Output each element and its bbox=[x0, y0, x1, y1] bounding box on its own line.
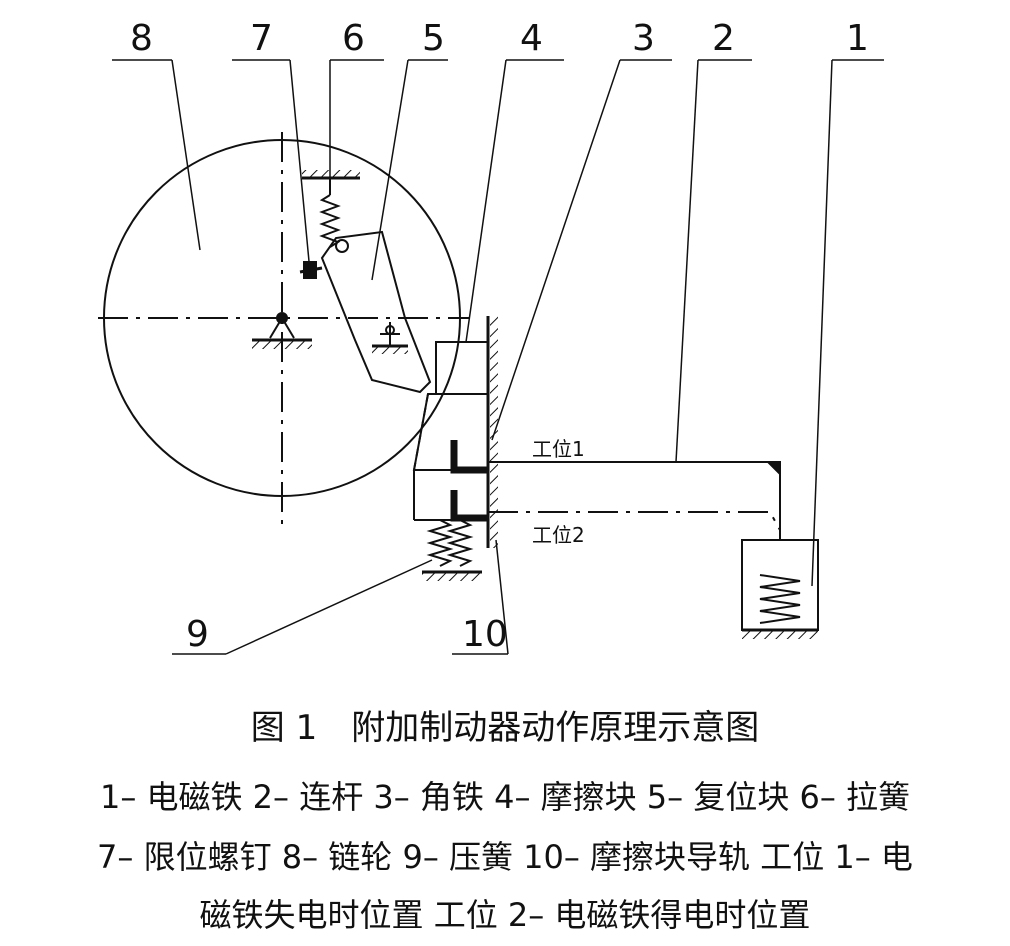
position-1-label: 工位1 bbox=[532, 437, 585, 461]
label-6: 6 bbox=[342, 18, 365, 59]
label-8: 8 bbox=[130, 18, 153, 59]
label-4: 4 bbox=[520, 18, 543, 59]
angle-iron-position-1 bbox=[450, 440, 488, 474]
brake-mechanism-diagram: 8 7 6 5 4 3 2 1 9 10 工位1 工位2 bbox=[98, 18, 884, 655]
sprocket-pivot-support bbox=[252, 312, 312, 349]
label-2: 2 bbox=[712, 18, 735, 59]
label-7: 7 bbox=[250, 18, 273, 59]
caption-line-3: 磁铁失电时位置 工位 2– 电磁铁得电时位置 bbox=[199, 896, 811, 934]
label-10: 10 bbox=[462, 614, 508, 655]
angle-iron-position-2 bbox=[450, 490, 488, 522]
label-1: 1 bbox=[846, 18, 869, 59]
label-9: 9 bbox=[186, 614, 209, 655]
position-2-label: 工位2 bbox=[532, 523, 585, 547]
caption-line-1: 1– 电磁铁 2– 连杆 3– 角铁 4– 摩擦块 5– 复位块 6– 拉簧 bbox=[99, 778, 911, 816]
reset-block bbox=[320, 230, 432, 394]
figure-title: 图 1 附加制动器动作原理示意图 bbox=[250, 708, 760, 748]
caption-line-2: 7– 限位螺钉 8– 链轮 9– 压簧 10– 摩擦块导轨 工位 1– 电 bbox=[97, 838, 913, 876]
limit-screw bbox=[299, 261, 323, 279]
label-5: 5 bbox=[422, 18, 445, 59]
label-3: 3 bbox=[632, 18, 655, 59]
tension-spring bbox=[302, 170, 360, 253]
leader-lines bbox=[112, 59, 884, 655]
compression-spring bbox=[414, 519, 486, 581]
reset-block-pivot bbox=[372, 322, 408, 354]
electromagnet bbox=[741, 539, 819, 639]
friction-block bbox=[435, 341, 489, 395]
